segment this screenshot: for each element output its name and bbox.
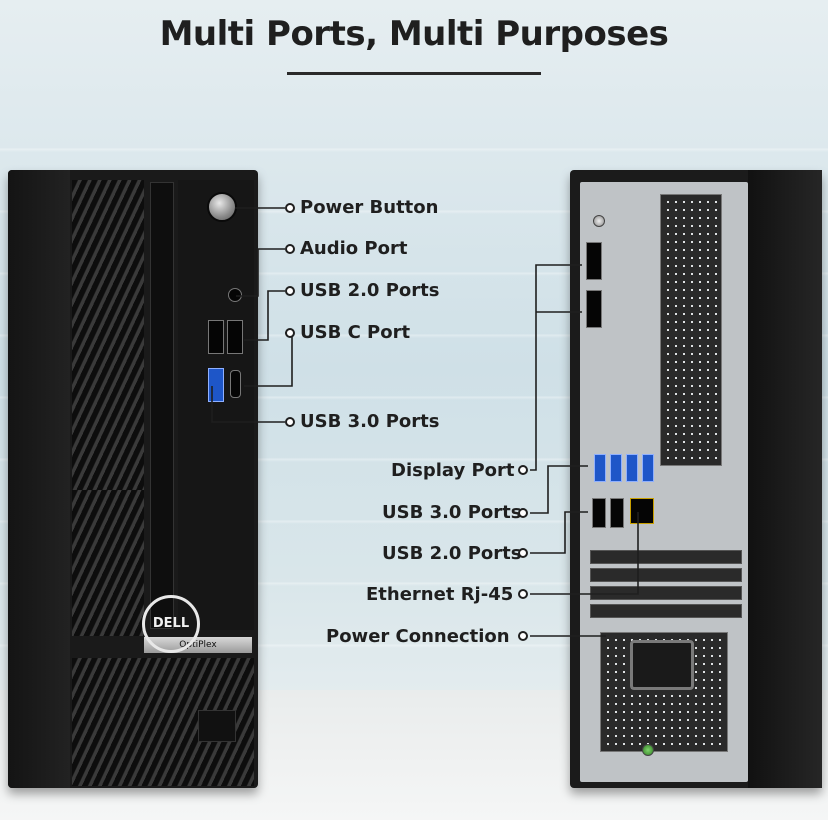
usb2-port-icon bbox=[208, 320, 224, 354]
expansion-slot bbox=[590, 604, 742, 618]
front-io-panel bbox=[178, 180, 254, 630]
callout-dot bbox=[518, 589, 528, 599]
callout-dot bbox=[285, 244, 295, 254]
callout-dot bbox=[518, 465, 528, 475]
callout-usbc: USB C Port bbox=[300, 322, 411, 343]
expansion-slot bbox=[590, 550, 742, 564]
callout-dot bbox=[285, 417, 295, 427]
rear-usb3-port-icon bbox=[610, 454, 622, 482]
front-mid-grille bbox=[72, 490, 144, 636]
front-tower-side bbox=[8, 170, 70, 788]
rear-usb2-port-icon bbox=[592, 498, 606, 528]
rear-usb3-port-icon bbox=[594, 454, 606, 482]
callout-dot bbox=[518, 631, 528, 641]
rear-usb3-port-icon bbox=[642, 454, 654, 482]
displayport-icon bbox=[586, 290, 602, 328]
rear-usb3-port-icon bbox=[626, 454, 638, 482]
callout-dot bbox=[285, 328, 295, 338]
front-panel-square bbox=[198, 710, 236, 742]
callout-usb3-front: USB 3.0 Ports bbox=[300, 411, 440, 432]
callout-audio-port: Audio Port bbox=[300, 238, 408, 259]
front-tower-image: OptiPlex DELL bbox=[8, 170, 258, 788]
callout-dot bbox=[518, 548, 528, 558]
rear-usb2-port-icon bbox=[610, 498, 624, 528]
psu-led-icon bbox=[642, 744, 654, 756]
displayport-icon bbox=[586, 242, 602, 280]
expansion-slot bbox=[590, 586, 742, 600]
expansion-slot bbox=[590, 568, 742, 582]
callout-dot bbox=[285, 203, 295, 213]
audio-jack-icon bbox=[593, 215, 605, 227]
back-tower-side bbox=[748, 170, 822, 788]
title-underline bbox=[287, 72, 541, 75]
callout-usb3-back: USB 3.0 Ports bbox=[382, 502, 522, 523]
page-title: Multi Ports, Multi Purposes bbox=[159, 14, 669, 54]
usb3-port-icon bbox=[208, 368, 224, 402]
power-socket-icon bbox=[630, 640, 694, 690]
usbc-port-icon bbox=[230, 370, 241, 398]
ethernet-port-icon bbox=[630, 498, 654, 524]
callout-displayport: Display Port bbox=[391, 460, 515, 481]
back-tower-image bbox=[570, 170, 822, 788]
rear-vent-upper bbox=[660, 194, 722, 466]
callout-power-button: Power Button bbox=[300, 197, 439, 218]
power-button-icon bbox=[207, 192, 237, 222]
dell-logo: DELL bbox=[142, 595, 200, 653]
callout-dot bbox=[518, 508, 528, 518]
callout-usb2-front: USB 2.0 Ports bbox=[300, 280, 440, 301]
usb2-port-icon bbox=[227, 320, 243, 354]
callout-usb2-back: USB 2.0 Ports bbox=[382, 543, 522, 564]
callout-dot bbox=[285, 286, 295, 296]
audio-jack-icon bbox=[228, 288, 242, 302]
optical-bay bbox=[150, 182, 174, 629]
callout-ethernet: Ethernet Rj-45 bbox=[366, 584, 514, 605]
callout-power-connection: Power Connection bbox=[326, 626, 510, 647]
